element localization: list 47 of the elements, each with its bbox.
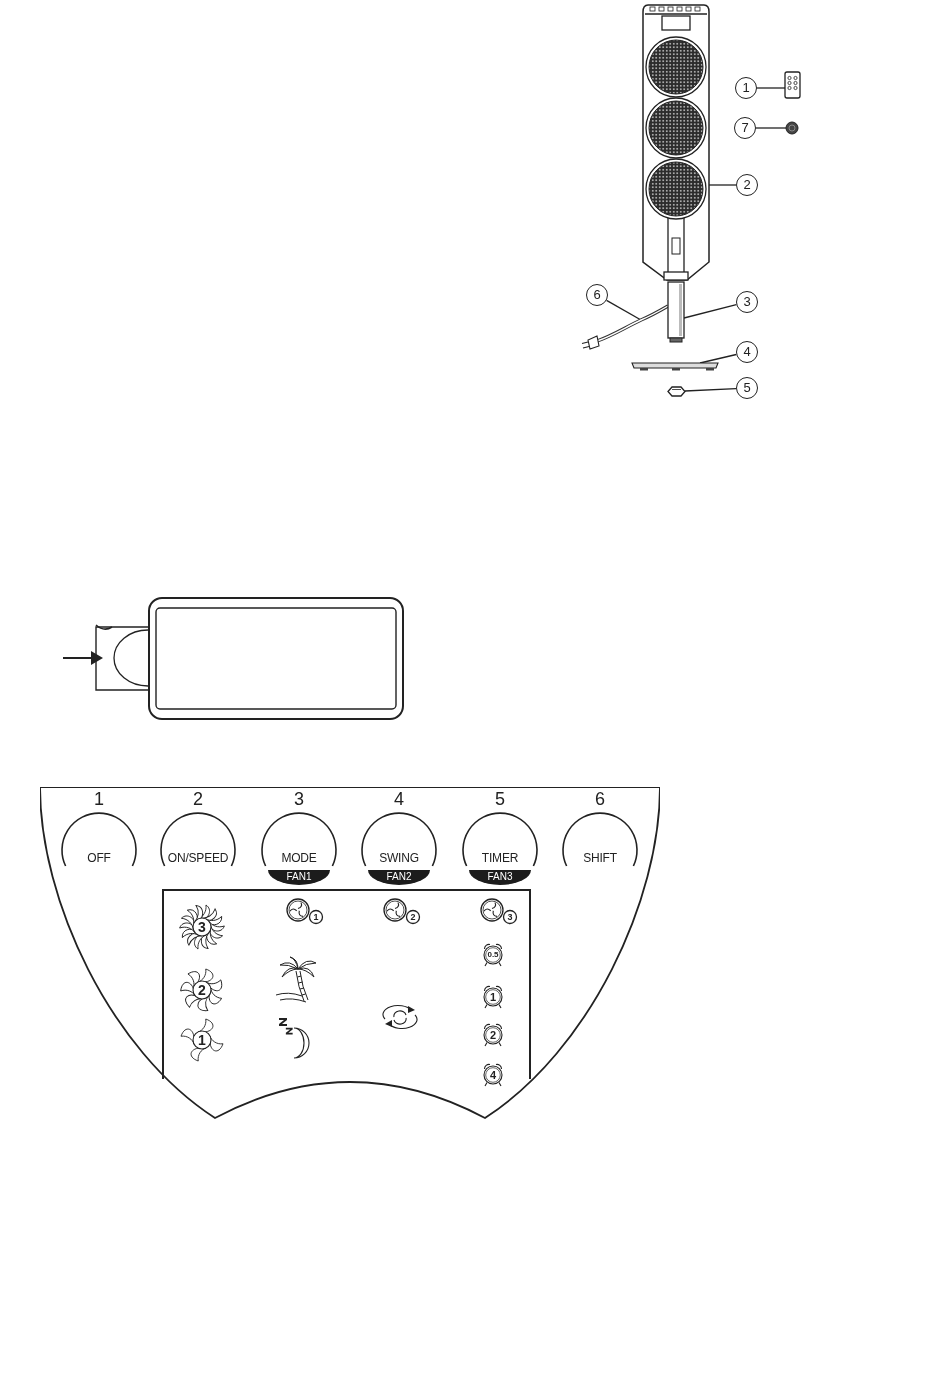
- fan-base: [631, 362, 720, 372]
- button-label: OFF: [87, 851, 111, 865]
- leader-line: [683, 304, 737, 319]
- leader-line: [684, 387, 737, 392]
- button-number: 1: [94, 789, 104, 809]
- callout-number: 6: [586, 284, 608, 306]
- fan-number: 1: [313, 912, 319, 922]
- leader-line: [755, 127, 787, 129]
- fan-pole: [667, 281, 685, 343]
- leader-line: [756, 87, 786, 89]
- button-label: MODE: [281, 851, 317, 865]
- panel-button: [461, 789, 539, 869]
- button-number: 2: [193, 789, 203, 809]
- callout-number: 1: [735, 77, 757, 99]
- callout-number: 4: [736, 341, 758, 363]
- knob: [785, 121, 799, 135]
- speed-level-number: 3: [198, 920, 206, 934]
- fan-number: 3: [507, 912, 513, 922]
- button-label: TIMER: [481, 851, 519, 865]
- speed-level-number: 2: [198, 983, 206, 997]
- panel-button: [60, 789, 138, 869]
- button-number: 6: [595, 789, 605, 809]
- callout-number: 2: [736, 174, 758, 196]
- button-label: SHIFT: [583, 851, 617, 865]
- button-number: 4: [394, 789, 404, 809]
- panel-button: [159, 789, 237, 869]
- button-number: 5: [495, 789, 505, 809]
- timer-hours: 0.5: [487, 951, 499, 959]
- button-label: ON/SPEED: [167, 851, 229, 865]
- button-number: 3: [294, 789, 304, 809]
- timer-hours: 2: [489, 1029, 497, 1041]
- callout-number: 3: [736, 291, 758, 313]
- fan-number: 2: [410, 912, 416, 922]
- speed-level-number: 1: [198, 1033, 206, 1047]
- base-nut: [667, 386, 686, 397]
- power-cord: [580, 303, 670, 351]
- panel-button: [360, 789, 438, 869]
- timer-hours: 1: [489, 991, 497, 1003]
- leader-line: [605, 299, 642, 321]
- callout-number: 7: [734, 117, 756, 139]
- button-label: SWING: [379, 851, 419, 865]
- remote-control: [784, 71, 801, 99]
- panel-button: [561, 789, 639, 869]
- panel-button: [260, 789, 338, 869]
- timer-hours: 4: [489, 1069, 497, 1081]
- leader-line: [708, 184, 737, 186]
- callout-number: 5: [736, 377, 758, 399]
